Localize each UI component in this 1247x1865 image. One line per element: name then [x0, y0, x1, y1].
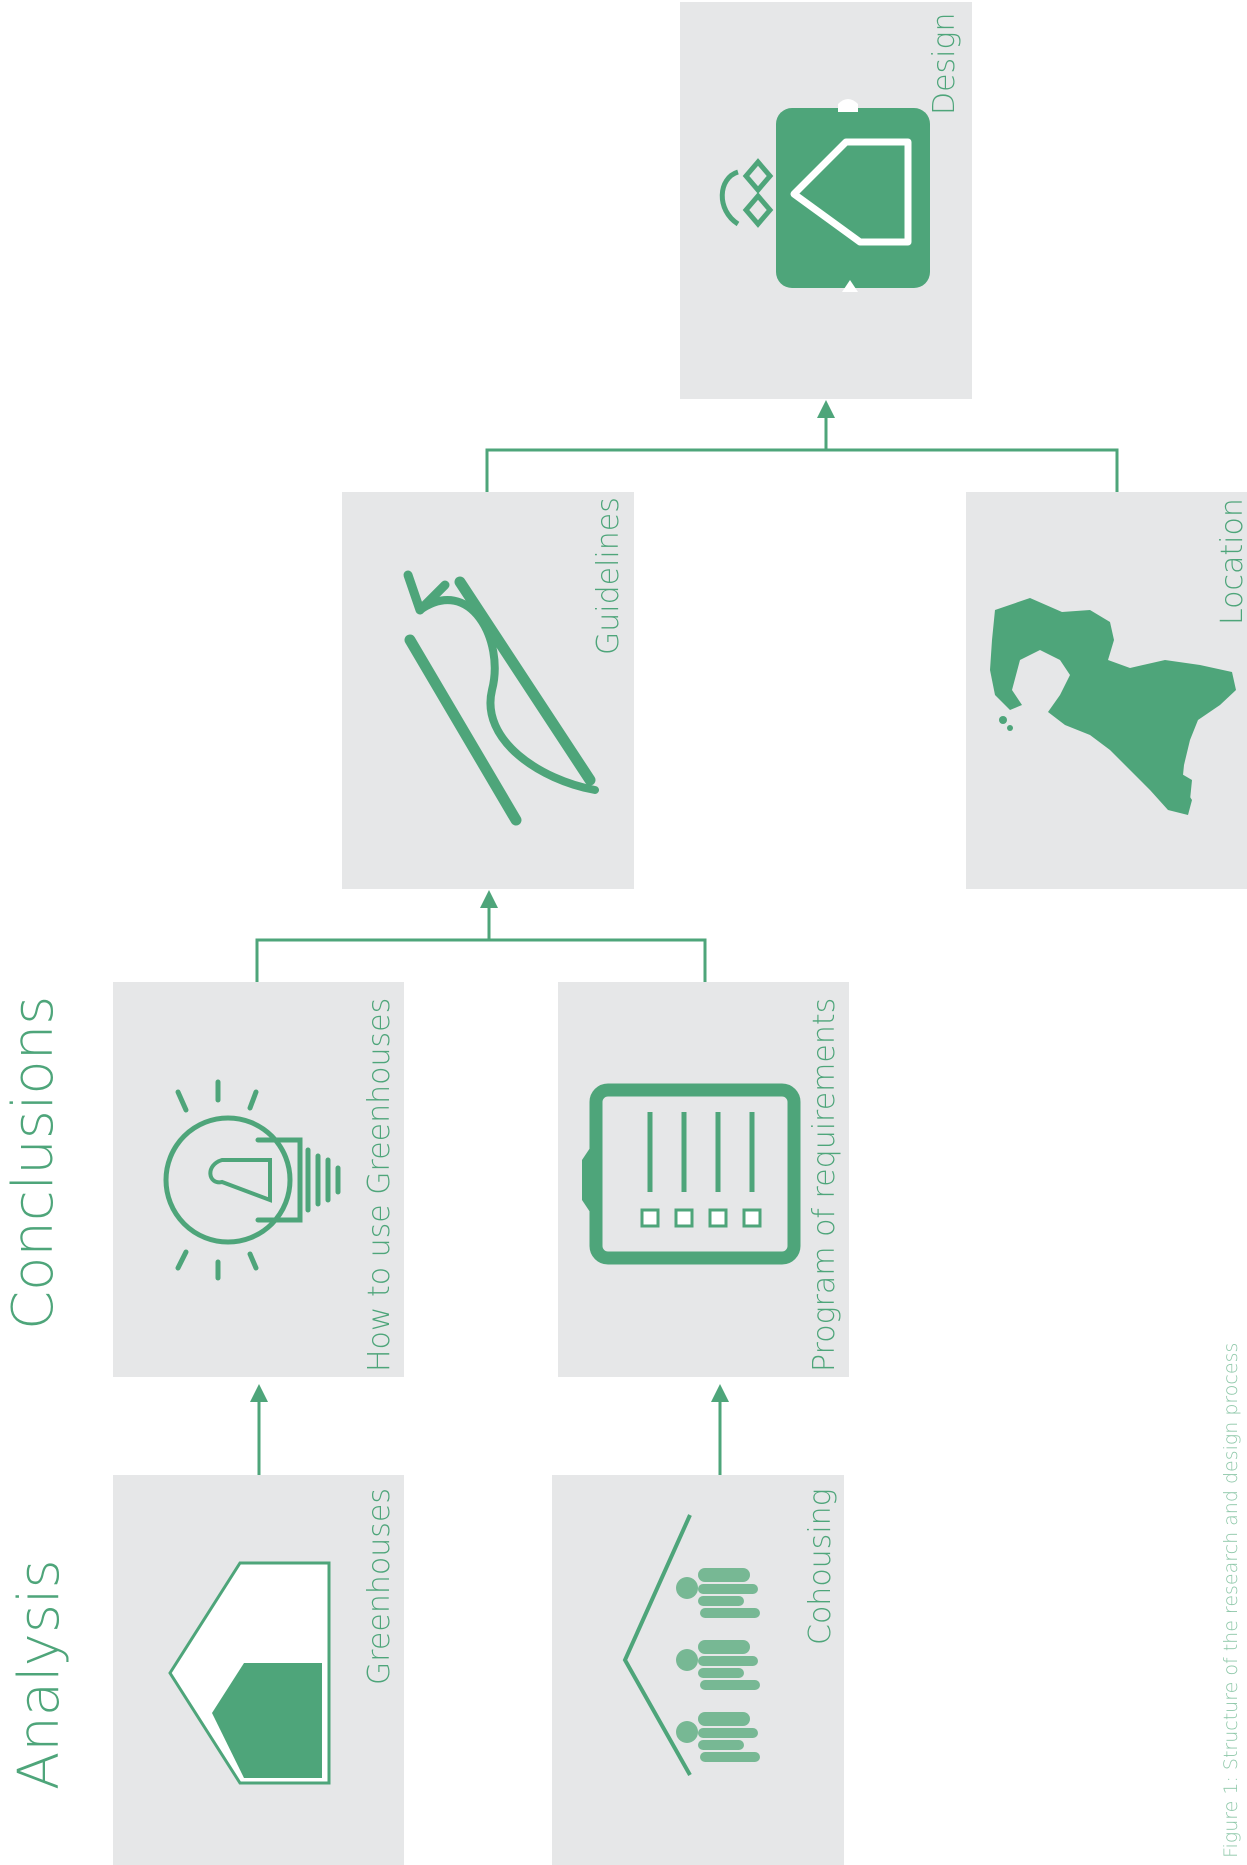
- arrowheads: [250, 400, 835, 1402]
- equalizer-panel-icon: [582, 1083, 801, 1265]
- label-cohousing: Cohousing: [803, 1488, 838, 1645]
- box-how-to-use: [113, 982, 404, 1377]
- compass-arrow-icon: [403, 570, 599, 826]
- person-figure: [676, 1568, 760, 1618]
- connectors: [255, 414, 1119, 1475]
- lightbulb-icon: [163, 1079, 341, 1281]
- label-guidelines: Guidelines: [591, 497, 626, 655]
- label-location: Location: [1215, 498, 1247, 625]
- label-program: Program of requirements: [807, 997, 842, 1372]
- label-greenhouses: Greenhouses: [362, 1488, 397, 1685]
- person-figure: [676, 1640, 760, 1690]
- label-design: Design: [927, 12, 962, 115]
- design-plan-icon: [719, 99, 930, 292]
- label-how-to-use: How to use Greenhouses: [362, 997, 397, 1372]
- person-figure: [676, 1712, 760, 1762]
- figure-caption: Figure 1: Structure of the research and …: [1220, 1342, 1242, 1858]
- house-icon: [168, 1561, 331, 1785]
- map-icon: [990, 598, 1236, 815]
- people-under-roof-icon: [622, 1514, 760, 1776]
- box-cohousing: [552, 1475, 844, 1865]
